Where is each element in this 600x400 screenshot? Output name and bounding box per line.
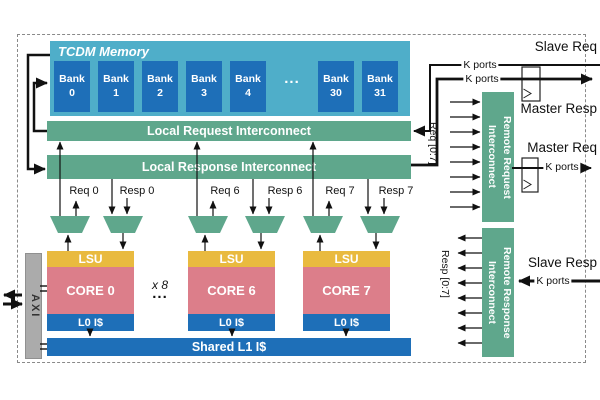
lsu-core6: LSU xyxy=(188,251,275,267)
lsu-core0: LSU xyxy=(47,251,134,267)
label-resp-6: Resp 6 xyxy=(267,185,303,197)
core-0: CORE 0 xyxy=(47,267,134,314)
label-req-0-7: Req [0:7] xyxy=(427,122,439,165)
lsu-core7: LSU xyxy=(303,251,390,267)
label-slave-resp: Slave Resp xyxy=(527,255,597,270)
times-8-label: x 8 xyxy=(151,278,168,292)
label-master-req: Master Req xyxy=(527,140,597,155)
label-k-ports-master-req: K ports xyxy=(543,161,581,173)
shared-l1-icache: Shared L1 I$ xyxy=(47,338,411,356)
core-group-7: LSU CORE 7 L0 I$ xyxy=(303,251,390,331)
label-resp-7: Resp 7 xyxy=(378,185,414,197)
core-group-0: LSU CORE 0 L0 I$ xyxy=(47,251,134,331)
tcdm-title: TCDM Memory xyxy=(58,44,150,59)
bank-ellipsis: ... xyxy=(284,70,300,87)
label-k-ports-master-resp: K ports xyxy=(463,73,501,85)
local-request-interconnect: Local Request Interconnect xyxy=(47,121,411,141)
core-6: CORE 6 xyxy=(188,267,275,314)
tile-dashed-boundary xyxy=(17,34,586,363)
label-req-0: Req 0 xyxy=(69,185,99,197)
label-resp-0-7: Resp [0:7] xyxy=(439,250,451,298)
local-response-interconnect: Local Response Interconnect xyxy=(47,155,411,179)
label-req-6: Req 6 xyxy=(210,185,240,197)
label-k-ports-slave-req: K ports xyxy=(461,59,499,71)
label-master-resp: Master Resp xyxy=(520,101,597,116)
core-group-6: LSU CORE 6 L0 I$ xyxy=(188,251,275,331)
l0-cache-7: L0 I$ xyxy=(303,314,390,331)
label-req-7: Req 7 xyxy=(325,185,355,197)
core-ellipsis: ... xyxy=(152,285,168,302)
label-k-ports-slave-resp: K ports xyxy=(534,275,572,287)
core-7: CORE 7 xyxy=(303,267,390,314)
axi-block: AXI xyxy=(25,253,42,359)
l0-cache-6: L0 I$ xyxy=(188,314,275,331)
l0-cache-0: L0 I$ xyxy=(47,314,134,331)
label-slave-req: Slave Req xyxy=(534,39,597,54)
label-resp-0: Resp 0 xyxy=(119,185,155,197)
